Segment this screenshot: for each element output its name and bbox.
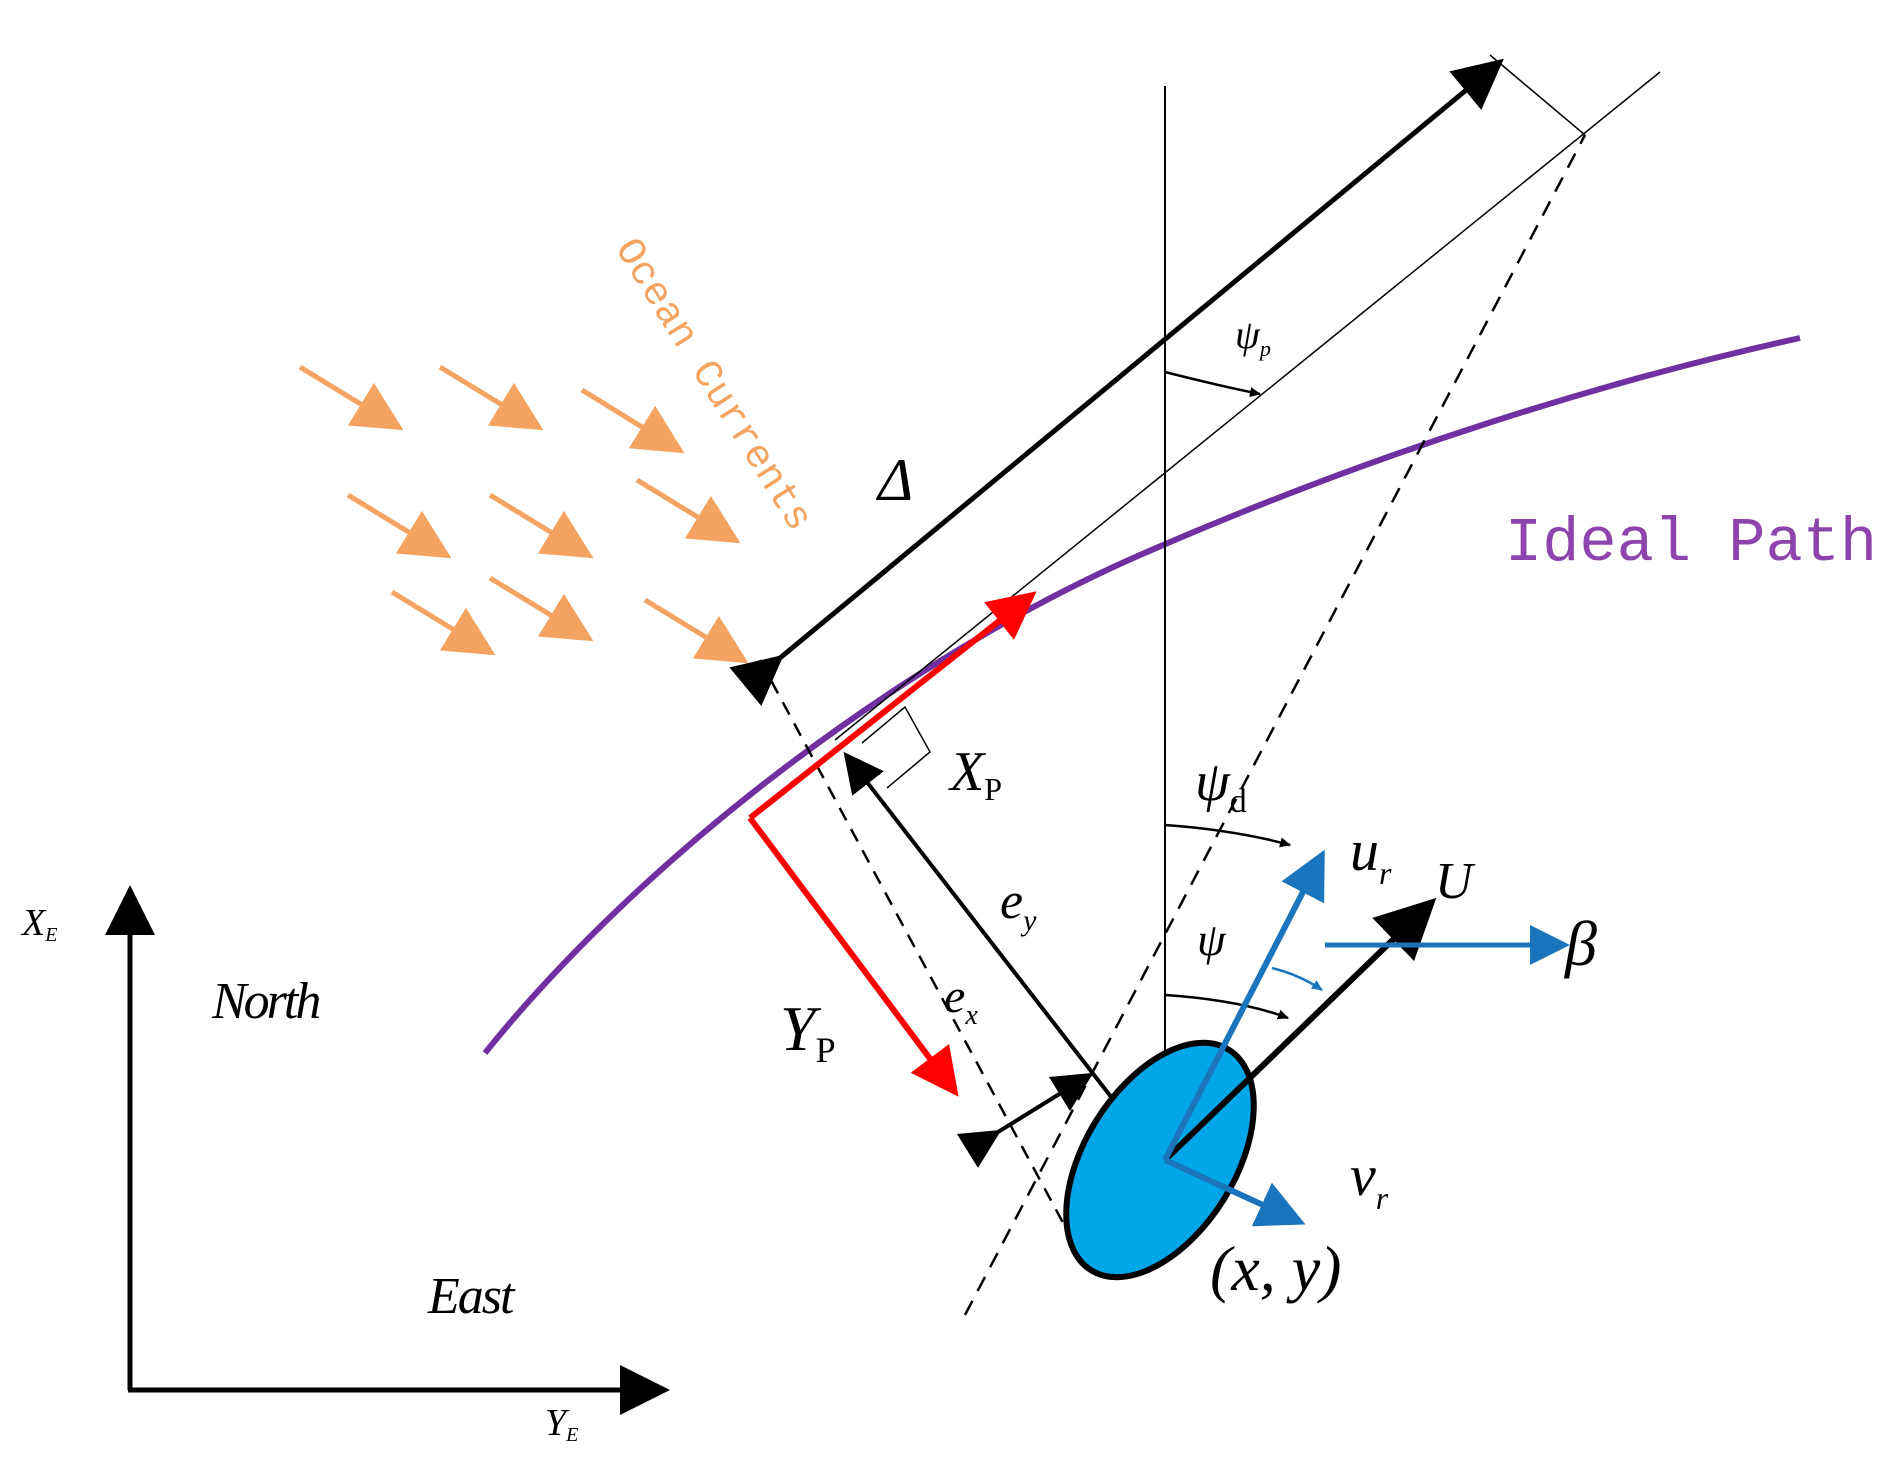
current-arrow — [346, 492, 452, 559]
north-label: North — [211, 973, 319, 1030]
current-arrow — [643, 597, 749, 664]
y-e-label: YE — [545, 1402, 578, 1446]
ocean-current-arrows — [298, 364, 749, 664]
psi-d-angle-arc — [1164, 823, 1291, 848]
psi-angle-arc — [1164, 993, 1289, 1020]
current-arrow — [298, 364, 404, 431]
e-x-label: ex — [944, 970, 978, 1031]
psi-d-label: ψd — [1195, 751, 1247, 820]
ideal-path-label: Ideal Path — [1505, 508, 1877, 579]
ideal-path — [482, 335, 1801, 1055]
e-y-label: ey — [1000, 873, 1037, 937]
v-r-velocity-arrow — [1163, 1157, 1306, 1227]
east-label: East — [427, 1268, 516, 1325]
ocean-currents-label: Ocean Currents — [604, 231, 820, 540]
vehicle-body — [1063, 1039, 1257, 1281]
right-angle-marker — [861, 705, 931, 789]
psi-label: ψ — [1197, 914, 1227, 965]
current-arrow — [488, 575, 594, 642]
e-y-arrow — [843, 751, 1162, 1162]
x-e-label: XE — [20, 902, 57, 946]
current-arrow — [580, 387, 685, 454]
x-p-label: XP — [948, 741, 1002, 807]
delta-label: Δ — [876, 447, 913, 513]
x-p-axis-arrow — [748, 591, 1037, 821]
cross-track-dashed-line — [758, 659, 1077, 1246]
e-x-arrow — [956, 1072, 1094, 1168]
current-arrow — [438, 364, 544, 431]
y-p-label: YP — [780, 993, 836, 1070]
los-dashed-line — [963, 134, 1587, 1316]
delta-end-connector — [1489, 54, 1586, 136]
beta-label: β — [1563, 908, 1597, 979]
position-label: (x, y) — [1210, 1233, 1341, 1304]
u-r-label: ur — [1350, 818, 1392, 891]
current-arrow — [635, 477, 741, 544]
psi-p-label: ψp — [1235, 312, 1271, 361]
current-arrow — [390, 589, 496, 656]
lookahead-arrow — [729, 58, 1504, 706]
current-arrow — [488, 492, 594, 559]
u-label: U — [1435, 853, 1476, 910]
y-p-axis-arrow — [747, 816, 959, 1097]
beta-angle-arc — [1271, 966, 1323, 992]
u-r-velocity-arrow — [1162, 849, 1325, 1162]
psi-p-angle-arc — [1164, 370, 1261, 397]
v-r-label: vr — [1350, 1143, 1389, 1216]
